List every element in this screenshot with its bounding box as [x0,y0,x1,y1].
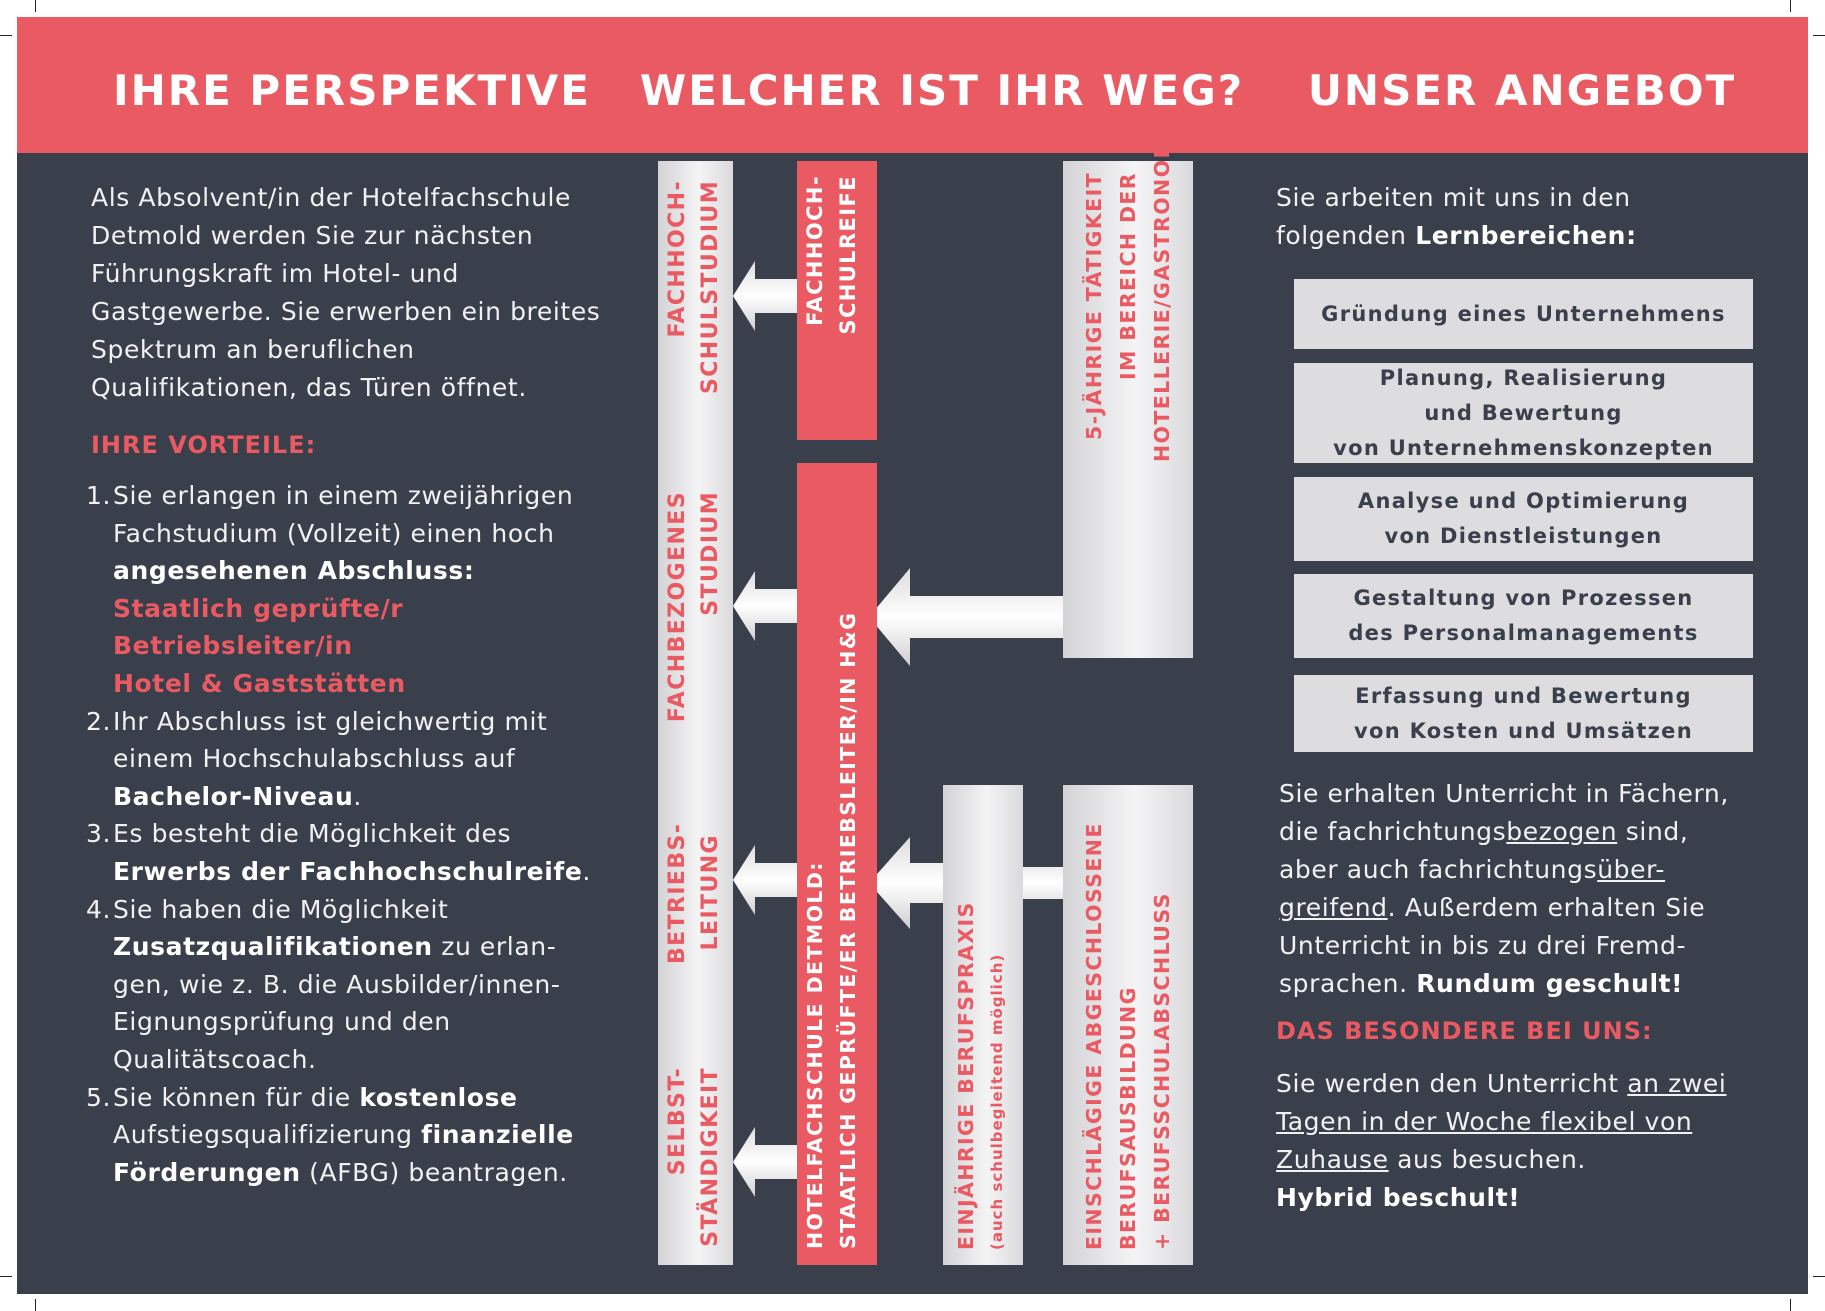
title-perspektive: IHRE PERSPEKTIVE [113,66,591,115]
label-hotelfachschule: HOTELFACHSCHULE DETMOLD: STAATLICH GEPRÜ… [803,611,860,1249]
list-item: 4. Sie haben die Möglichkeit Zusatzquali… [85,894,561,1074]
unterricht-text: Sie erhalten Unterricht in Fächern, die … [1279,779,1729,998]
title-angebot: UNSER ANGEBOT [1307,66,1737,115]
red-bar-hotelfachschule [797,463,877,1265]
grey-bar-berufspraxis [943,785,1023,1265]
lernbereich-box: Gründung eines Unternehmens [1294,279,1753,349]
grey-bar-perspektiven [658,161,733,1265]
grey-bar-taetigkeit [1063,161,1193,658]
label-berufspraxis: EINJÄHRIGE BERUFSPRAXIS (auch schulbegle… [954,901,1006,1250]
crop-mark [1813,35,1825,36]
besondere-heading: DAS BESONDERE BEI UNS: [1276,1017,1653,1045]
lernbereich-box: Erfassung und Bewertung von Kosten und U… [1294,675,1753,752]
label-betriebsleitung: BETRIEBS- LEITUNG [665,822,723,964]
label-taetigkeit: 5-JÄHRIGE TÄTIGKEIT IM BEREICH DER HOTEL… [1082,112,1174,462]
crop-mark [35,1299,36,1311]
perspektive-column: Als Absolvent/in der Hotelfachschule Det… [85,179,611,1191]
arrow-icon [733,1127,797,1197]
angebot-intro: Sie arbeiten mit uns in den folgenden Le… [1276,183,1637,250]
title-weg: WELCHER IST IHR WEG? [639,66,1245,115]
label-fachhochschulreife: FACHHOCH- SCHULREIFE [803,175,860,335]
red-bar-fachhochschulreife [797,161,877,440]
vorteile-list: 1. Sie erlangen in einem zweijährigen Fa… [85,477,611,1191]
besonderes-section: DAS BESONDERE BEI UNS: Sie werden den Un… [1276,1017,1756,1217]
grey-bar-ausbildung [1063,785,1193,1265]
crop-mark [1790,1299,1791,1311]
crop-mark [0,35,12,36]
list-item: 3. Es besteht die Möglichkeit des Erwerb… [85,819,591,886]
header-band: IHRE PERSPEKTIVE WELCHER IST IHR WEG? UN… [17,17,1808,153]
label-ausbildung: EINSCHLÄGIGE ABGESCHLOSSENE BERUFSAUSBIL… [1082,822,1174,1250]
flyer-panel: IHRE PERSPEKTIVE WELCHER IST IHR WEG? UN… [17,17,1808,1294]
crop-mark [0,1276,12,1277]
crop-mark [1813,1276,1825,1277]
crop-mark [1790,0,1791,12]
arrow-icon [733,571,797,641]
arrow-icon [869,568,1063,666]
list-item: 1. Sie erlangen in einem zweijährigen Fa… [85,481,574,698]
label-fachbezogenes-studium: FACHBEZOGENES STUDIUM [665,491,723,723]
lernbereich-box: Analyse und Optimierung von Dienstleistu… [1294,477,1753,561]
list-item: 5. Sie können für die kostenlose Aufstie… [85,1082,574,1187]
vorteile-heading: IHRE VORTEILE: [91,431,317,459]
list-item: 2. Ihr Abschluss ist gleichwertig mit ei… [85,706,548,811]
lernbereich-box: Planung, Realisierung und Bewertung von … [1294,363,1753,463]
crop-mark [35,0,36,12]
arrow-icon [733,261,797,331]
arrow-icon [869,837,943,929]
label-selbststaendigkeit: SELBST- STÄNDIGKEIT [665,1067,723,1247]
lernbereich-box: Gestaltung von Prozessen des Personalman… [1294,574,1753,658]
arrow-icon [733,845,797,915]
label-fachhochschulstudium: FACHHOCH- SCHULSTUDIUM [665,180,723,395]
intro-text: Als Absolvent/in der Hotelfachschule Det… [91,183,601,402]
